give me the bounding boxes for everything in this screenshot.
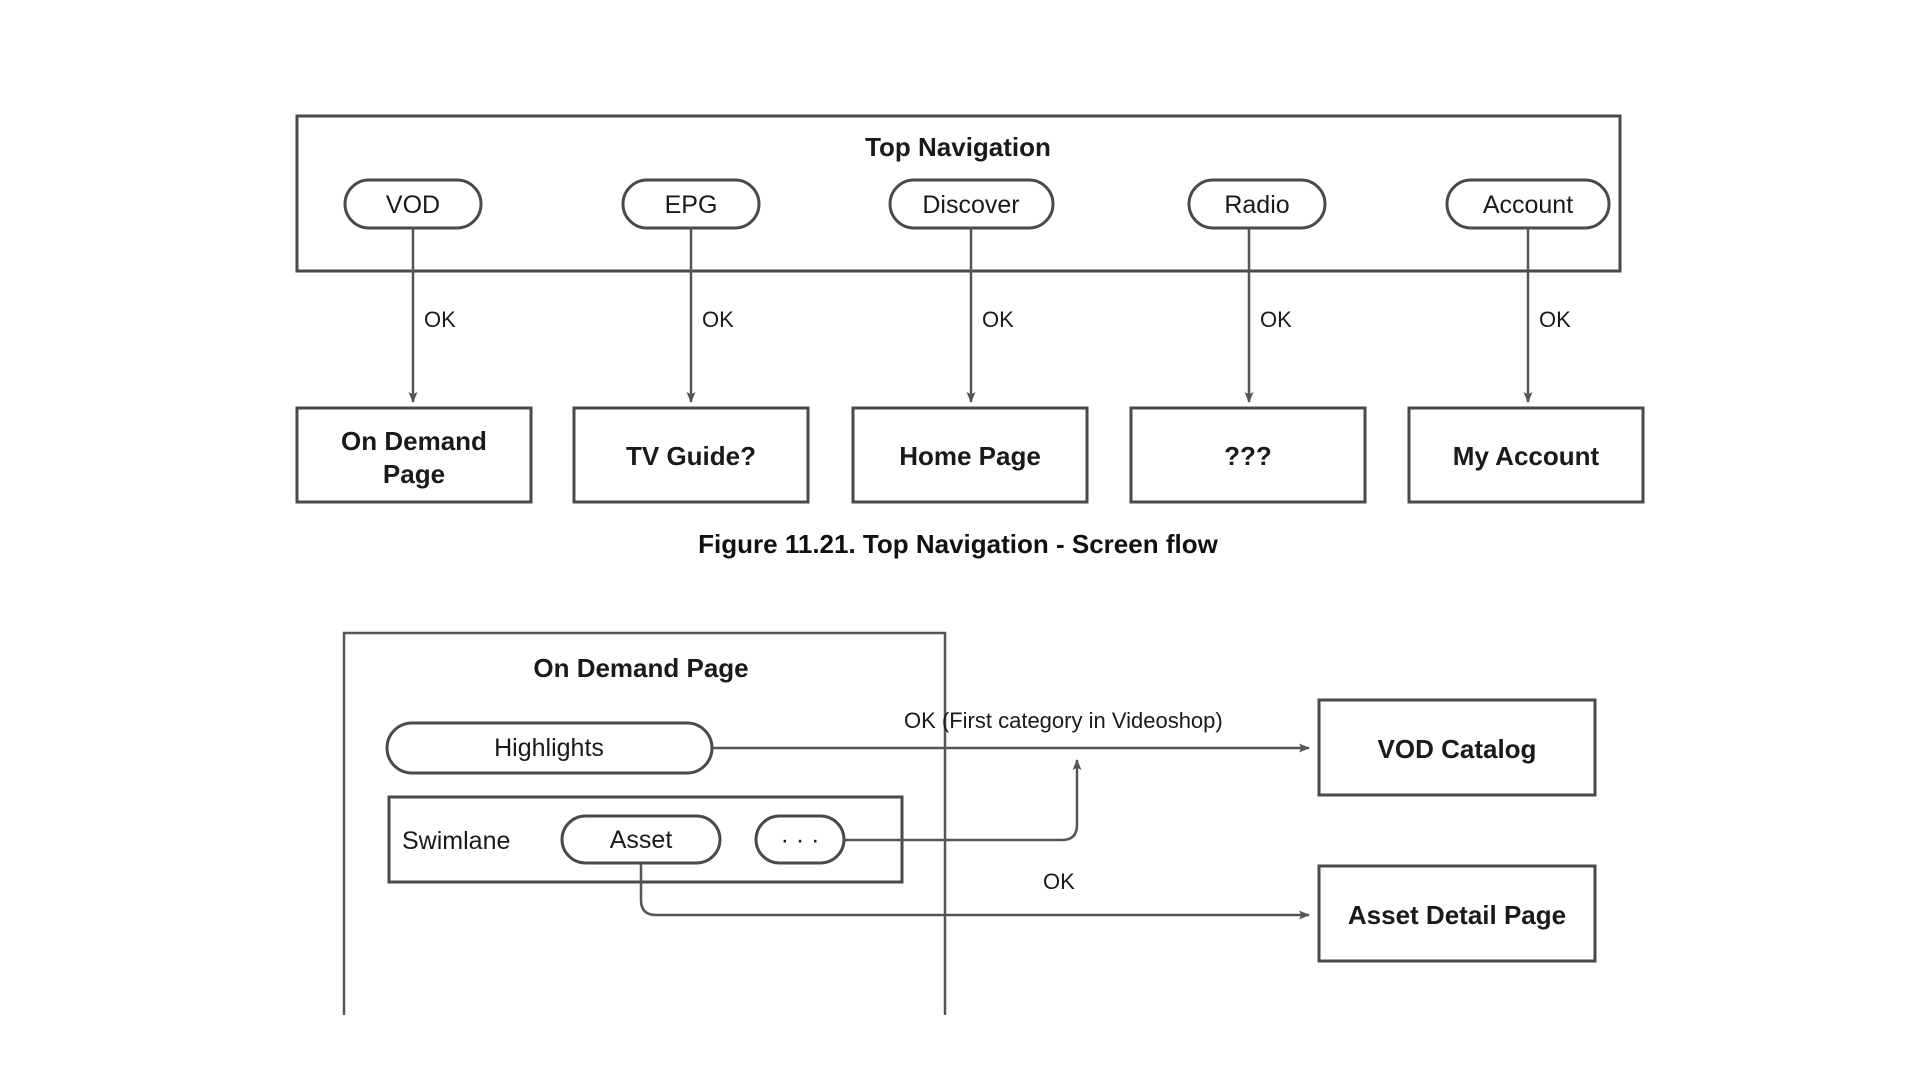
on-demand-page-container	[342, 631, 947, 1015]
screen-box-on-demand-page-label-line1: On Demand	[341, 426, 487, 456]
figure-caption-1: Figure 11.21. Top Navigation - Screen fl…	[698, 529, 1218, 559]
screen-box-tv-guide-label: TV Guide?	[626, 441, 756, 471]
swimlane-label: Swimlane	[402, 827, 510, 855]
edge-label-ok-asset-detail: OK	[1043, 869, 1075, 894]
screen-box-asset-detail-page[interactable]: Asset Detail Page	[1317, 864, 1597, 963]
node-highlights-label: Highlights	[494, 734, 604, 762]
screen-box-my-account-label: My Account	[1453, 441, 1600, 471]
screen-box-unknown-label: ???	[1224, 441, 1272, 471]
nav-item-account-label: Account	[1483, 191, 1573, 219]
nav-item-account[interactable]: Account	[1445, 178, 1611, 230]
swimlane-group: Swimlane Asset · · ·	[387, 795, 904, 884]
node-more[interactable]: · · ·	[754, 814, 846, 865]
screen-box-home-page-label: Home Page	[899, 441, 1041, 471]
nav-connector-discover: OK	[966, 228, 1014, 403]
nav-connector-vod: OK	[408, 228, 456, 403]
on-demand-page-title: On Demand Page	[533, 653, 748, 683]
screen-box-on-demand-page-label-line2: Page	[383, 459, 445, 489]
edge-more-to-vod-catalog	[844, 759, 1082, 842]
screen-box-tv-guide[interactable]: TV Guide?	[572, 406, 810, 504]
top-navigation-title: Top Navigation	[865, 132, 1051, 162]
edge-highlights-to-vod-catalog: OK (First category in Videoshop)	[712, 708, 1310, 753]
node-asset[interactable]: Asset	[560, 814, 722, 865]
node-highlights[interactable]: Highlights	[385, 721, 714, 775]
screen-box-vod-catalog-label: VOD Catalog	[1378, 734, 1537, 764]
screen-box-on-demand-page[interactable]: On Demand Page	[295, 406, 533, 504]
figure-on-demand-page: On Demand Page Highlights Swimlane Asset	[342, 631, 1597, 1015]
edge-asset-to-asset-detail-page: OK	[639, 863, 1310, 920]
nav-item-discover-label: Discover	[922, 191, 1019, 219]
edge-label-ok-account: OK	[1539, 307, 1571, 332]
nav-item-vod[interactable]: VOD	[343, 178, 483, 230]
nav-item-epg[interactable]: EPG	[621, 178, 761, 230]
nav-connector-epg: OK	[686, 228, 734, 403]
screen-box-unknown[interactable]: ???	[1129, 406, 1367, 504]
nav-item-epg-label: EPG	[665, 191, 718, 219]
nav-item-vod-label: VOD	[386, 191, 440, 219]
figure-top-navigation: Top Navigation VOD EPG Discover Radio	[295, 114, 1645, 559]
edge-label-ok-radio: OK	[1260, 307, 1292, 332]
screen-box-my-account[interactable]: My Account	[1407, 406, 1645, 504]
nav-connector-radio: OK	[1244, 228, 1292, 403]
node-asset-label: Asset	[610, 826, 673, 854]
screen-box-home-page[interactable]: Home Page	[851, 406, 1089, 504]
edge-label-ok-first-category: OK (First category in Videoshop)	[904, 708, 1223, 733]
nav-item-radio[interactable]: Radio	[1187, 178, 1327, 230]
screen-box-asset-detail-page-label: Asset Detail Page	[1348, 900, 1566, 930]
nav-item-radio-label: Radio	[1224, 191, 1289, 219]
nav-connector-account: OK	[1523, 228, 1571, 403]
nav-item-discover[interactable]: Discover	[888, 178, 1055, 230]
edge-label-ok-vod: OK	[424, 307, 456, 332]
node-more-label: · · ·	[781, 826, 820, 854]
edge-label-ok-epg: OK	[702, 307, 734, 332]
screen-box-vod-catalog[interactable]: VOD Catalog	[1317, 698, 1597, 797]
edge-label-ok-discover: OK	[982, 307, 1014, 332]
